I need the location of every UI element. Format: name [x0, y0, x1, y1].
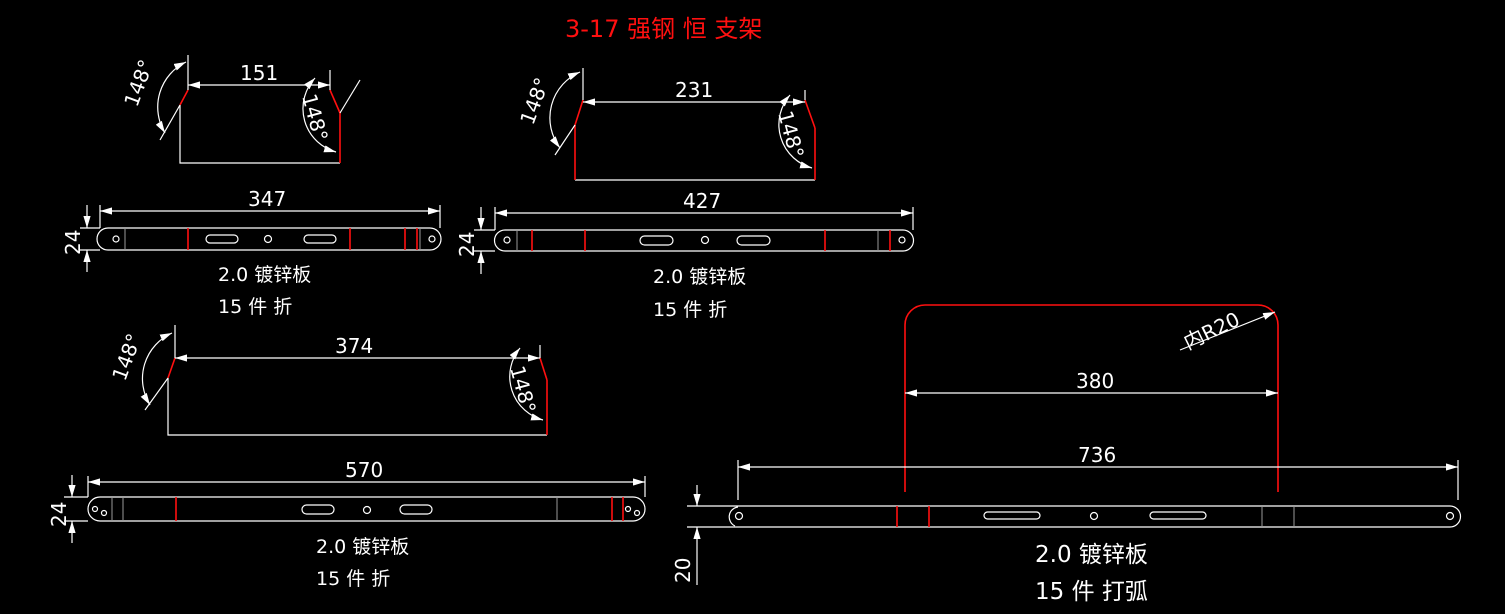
- angle-left-label: 148°: [119, 56, 158, 109]
- material-label: 2.0 镀锌板: [653, 266, 746, 288]
- strip-length-label: 736: [1078, 443, 1116, 467]
- bend-length-label: 374: [335, 334, 373, 358]
- material-label: 2.0 镀锌板: [316, 536, 409, 558]
- width-label: 20: [671, 558, 695, 583]
- bend-view-2: 231 148° 148°: [515, 68, 816, 181]
- quantity-label: 15 件 折: [653, 299, 727, 321]
- quantity-label: 15 件 折: [316, 568, 390, 590]
- bend-length-label: 151: [240, 61, 278, 85]
- bend-view-1: 151 148° 148°: [119, 55, 361, 164]
- angle-left-label: 148°: [107, 330, 146, 383]
- drawing-title: 3-17 强钢 恒 支架: [565, 15, 762, 43]
- material-label: 2.0 镀锌板: [1035, 542, 1148, 568]
- angle-right-label: 148°: [773, 108, 809, 161]
- flat-strip-3: 570 24: [47, 458, 646, 543]
- bend-length-label: 231: [675, 78, 713, 102]
- angle-right-label: 148°: [505, 363, 541, 416]
- part-2: 231 148° 148° 427 24 2.0 镀锌板 15 件 折: [455, 68, 915, 321]
- quantity-label: 15 件 打弧: [1035, 579, 1148, 605]
- strip-length-label: 427: [683, 189, 721, 213]
- part-3: 374 148° 148° 570 24 2.0 镀锌板 15 件: [47, 325, 646, 590]
- material-label: 2.0 镀锌板: [218, 264, 311, 286]
- width-label: 24: [47, 502, 71, 527]
- angle-left-label: 148°: [515, 74, 554, 127]
- part-4: 内R20 380 736 20 2.0 镀锌板 15 件 打弧: [671, 304, 1462, 605]
- part-1: 151 148° 148° 347 24 2.0 镀锌板 15 件 折: [61, 55, 442, 318]
- strip-length-label: 347: [248, 187, 286, 211]
- flat-strip-2: 427 24: [455, 189, 915, 274]
- strip-length-label: 570: [345, 458, 383, 482]
- radius-label: 内R20: [1180, 307, 1244, 355]
- flat-strip-4: 736 20: [671, 443, 1462, 585]
- width-label: 24: [455, 232, 479, 257]
- bend-view-3: 374 148° 148°: [107, 325, 548, 436]
- bend-length-label: 380: [1076, 369, 1114, 393]
- width-label: 24: [61, 230, 85, 255]
- angle-right-label: 148°: [297, 91, 333, 144]
- quantity-label: 15 件 折: [218, 296, 292, 318]
- flat-strip-1: 347 24: [61, 187, 442, 272]
